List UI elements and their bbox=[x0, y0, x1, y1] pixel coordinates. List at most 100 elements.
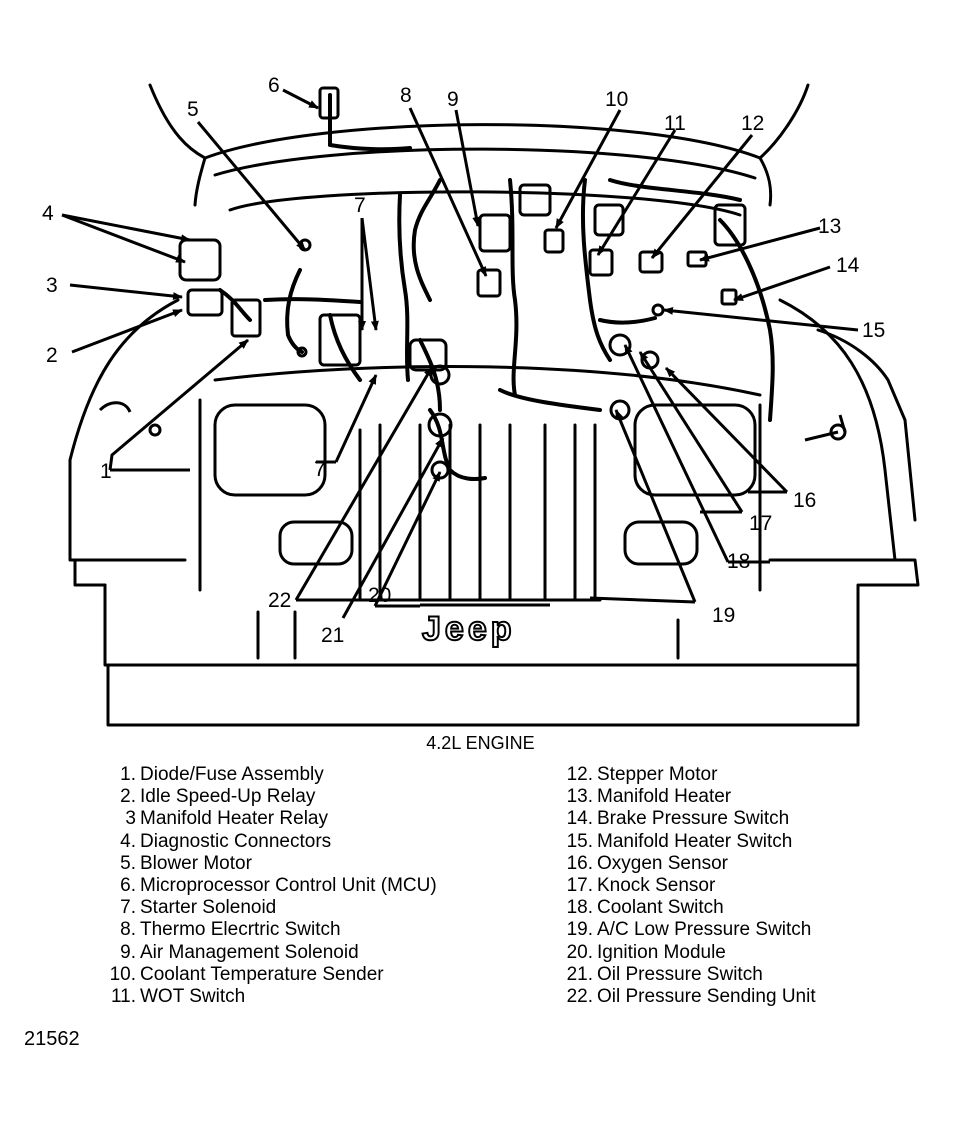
legend-number: 22. bbox=[566, 986, 593, 1008]
callout-6: 6 bbox=[268, 74, 280, 97]
engine-compartment-diagram: Jeep 1 2 3 4 5 6 7 7 8 9 10 11 12 13 14 … bbox=[42, 74, 920, 727]
callout-20: 20 bbox=[368, 584, 391, 607]
legend-label: Manifold Heater bbox=[597, 786, 732, 808]
legend-item: 7.Starter Solenoid bbox=[100, 897, 437, 919]
legend-item: 5.Blower Motor bbox=[100, 853, 437, 875]
legend-number: 4. bbox=[120, 830, 136, 852]
legend-number: 7. bbox=[120, 897, 136, 919]
legend-label: Diagnostic Connectors bbox=[140, 830, 332, 852]
legend-item: 12.Stepper Motor bbox=[557, 764, 816, 786]
legend-label: Thermo Elecrtric Switch bbox=[140, 919, 341, 941]
legend-item: 15.Manifold Heater Switch bbox=[557, 831, 816, 853]
legend-number: 19. bbox=[566, 919, 593, 941]
legend-item: 11.WOT Switch bbox=[100, 986, 437, 1008]
legend-item: 4.Diagnostic Connectors bbox=[100, 831, 437, 853]
legend-number: 18. bbox=[566, 897, 593, 919]
callout-8: 8 bbox=[400, 84, 412, 107]
engine-wiring bbox=[218, 93, 775, 481]
legend-number: 21. bbox=[566, 963, 593, 985]
legend-label: Brake Pressure Switch bbox=[597, 808, 790, 830]
callout-1: 1 bbox=[100, 460, 112, 483]
callout-17: 17 bbox=[749, 512, 772, 535]
legend-label: Oil Pressure Sending Unit bbox=[597, 986, 816, 1008]
callout-7-lower: 7 bbox=[314, 458, 326, 481]
legend-number: 9. bbox=[120, 941, 136, 963]
legend-item: 18.Coolant Switch bbox=[557, 897, 816, 919]
figure-caption: 4.2L ENGINE bbox=[426, 733, 535, 753]
callout-5: 5 bbox=[187, 98, 199, 121]
figure-id: 21562 bbox=[24, 1028, 80, 1050]
legend-label: Manifold Heater Relay bbox=[140, 808, 328, 830]
callout-13: 13 bbox=[818, 215, 841, 238]
legend-item: 13.Manifold Heater bbox=[557, 786, 816, 808]
callout-3: 3 bbox=[46, 274, 58, 297]
callout-18: 18 bbox=[727, 550, 750, 573]
legend-item: 9.Air Management Solenoid bbox=[100, 942, 437, 964]
legend-label: A/C Low Pressure Switch bbox=[597, 919, 812, 941]
legend-item: 21.Oil Pressure Switch bbox=[557, 964, 816, 986]
callout-7-upper: 7 bbox=[354, 194, 366, 217]
legend-item: 2.Idle Speed-Up Relay bbox=[100, 786, 437, 808]
jeep-badge-text: Jeep bbox=[422, 610, 516, 648]
callout-14: 14 bbox=[836, 254, 860, 277]
legend-number: 10. bbox=[109, 963, 136, 985]
callout-underlines bbox=[110, 460, 787, 608]
legend-number: 15. bbox=[566, 830, 593, 852]
callout-12: 12 bbox=[741, 112, 764, 135]
legend-number: 13. bbox=[566, 786, 593, 808]
legend-label: Coolant Temperature Sender bbox=[140, 963, 384, 985]
legend-label: Idle Speed-Up Relay bbox=[140, 786, 316, 808]
legend-item: 17.Knock Sensor bbox=[557, 875, 816, 897]
callout-22: 22 bbox=[268, 589, 291, 612]
legend-label: Air Management Solenoid bbox=[140, 941, 359, 963]
legend-item: 8.Thermo Elecrtric Switch bbox=[100, 919, 437, 941]
legend-label: Diode/Fuse Assembly bbox=[140, 764, 324, 785]
legend-number: 5. bbox=[120, 852, 136, 874]
legend-item: 22.Oil Pressure Sending Unit bbox=[557, 986, 816, 1008]
legend-label: Coolant Switch bbox=[597, 897, 724, 919]
legend-number: 12. bbox=[566, 764, 593, 785]
callout-11: 11 bbox=[664, 112, 686, 135]
callout-numbers: 1 2 3 4 5 6 7 7 8 9 10 11 12 13 14 15 16… bbox=[42, 74, 885, 647]
callout-2: 2 bbox=[46, 344, 58, 367]
callout-16: 16 bbox=[793, 489, 816, 512]
callout-15: 15 bbox=[862, 319, 885, 342]
legend-label: WOT Switch bbox=[140, 986, 246, 1008]
vehicle-outline bbox=[68, 83, 920, 727]
legend-item: 19.A/C Low Pressure Switch bbox=[557, 919, 816, 941]
legend-label: Stepper Motor bbox=[597, 764, 718, 785]
legend-number: 17. bbox=[566, 875, 593, 897]
legend-number: 20. bbox=[566, 941, 593, 963]
legend-item: 6.Microprocessor Control Unit (MCU) bbox=[100, 875, 437, 897]
callout-4: 4 bbox=[42, 202, 54, 225]
jeep-badge: Jeep bbox=[420, 603, 550, 649]
legend-label: Microprocessor Control Unit (MCU) bbox=[140, 875, 437, 897]
legend-left: 1.Diode/Fuse Assembly 2.Idle Speed-Up Re… bbox=[100, 764, 437, 1008]
legend-item: 1.Diode/Fuse Assembly bbox=[100, 764, 437, 786]
legend-label: Knock Sensor bbox=[597, 875, 716, 897]
legend-label: Manifold Heater Switch bbox=[597, 830, 793, 852]
legend-label: Ignition Module bbox=[597, 941, 726, 963]
callout-leaders bbox=[61, 88, 859, 619]
callout-10: 10 bbox=[605, 88, 628, 111]
legend-label: Oxygen Sensor bbox=[597, 852, 728, 874]
legend-right: 12.Stepper Motor 13.Manifold Heater 14.B… bbox=[557, 764, 816, 1008]
legend-label: Starter Solenoid bbox=[140, 897, 277, 919]
legend-item: 16.Oxygen Sensor bbox=[557, 853, 816, 875]
legend-item: 20.Ignition Module bbox=[557, 942, 816, 964]
legend-label: Blower Motor bbox=[140, 852, 252, 874]
legend-number: 11. bbox=[110, 986, 136, 1008]
callout-9: 9 bbox=[447, 88, 459, 111]
legend-number: 1. bbox=[120, 764, 136, 785]
legend-number: 14. bbox=[566, 808, 593, 830]
legend-number: 3 bbox=[125, 808, 136, 830]
legend-label: Oil Pressure Switch bbox=[597, 963, 763, 985]
legend-item: 10.Coolant Temperature Sender bbox=[100, 964, 437, 986]
callout-21: 21 bbox=[321, 624, 344, 647]
legend-number: 2. bbox=[120, 786, 136, 808]
legend-item: 14.Brake Pressure Switch bbox=[557, 808, 816, 830]
callout-19: 19 bbox=[712, 604, 735, 627]
legend-number: 16. bbox=[566, 852, 593, 874]
legend-number: 6. bbox=[120, 875, 136, 897]
